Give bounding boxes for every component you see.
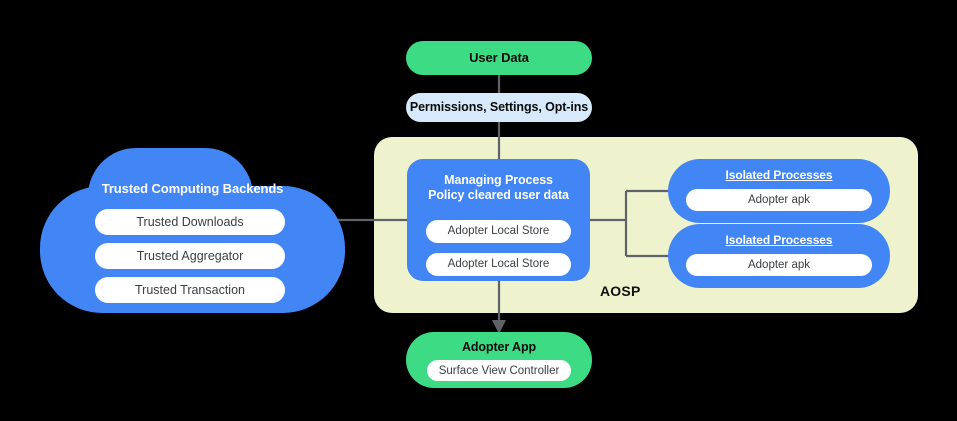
cloud-item-trusted-downloads[interactable]: Trusted Downloads <box>95 209 285 235</box>
isolated-process-title-2: Isolated Processes <box>725 233 833 247</box>
adopter-apk-2[interactable]: Adopter apk <box>686 253 872 276</box>
surface-view-controller[interactable]: Surface View Controller <box>427 360 571 382</box>
permissions-label: Permissions, Settings, Opt-ins <box>409 99 589 114</box>
adopter-app-node[interactable]: Adopter App Surface View Controller <box>406 332 592 388</box>
aosp-label: AOSP <box>600 283 641 299</box>
arrowhead-adopterapp <box>492 320 506 334</box>
cloud-item-list: Trusted Downloads Trusted Aggregator Tru… <box>95 209 285 303</box>
adopter-apk-1[interactable]: Adopter apk <box>686 188 872 211</box>
cloud-item-trusted-transaction[interactable]: Trusted Transaction <box>95 277 285 303</box>
user-data-node[interactable]: User Data <box>406 41 592 75</box>
isolated-process-title-1: Isolated Processes <box>725 168 833 182</box>
managing-process-title-line-2: Policy cleared user data <box>428 188 569 203</box>
user-data-label: User Data <box>469 50 529 66</box>
managing-process-title: Managing Process Policy cleared user dat… <box>407 173 590 204</box>
cloud-item-trusted-aggregator[interactable]: Trusted Aggregator <box>95 243 285 269</box>
permissions-settings-optins-node[interactable]: Permissions, Settings, Opt-ins <box>406 93 592 122</box>
adopter-local-store-1[interactable]: Adopter Local Store <box>426 219 571 243</box>
managing-process-node[interactable]: Managing Process Policy cleared user dat… <box>407 159 590 281</box>
managing-process-title-line-1: Managing Process <box>444 173 553 187</box>
adopter-app-title: Adopter App <box>461 340 537 354</box>
cloud-title: Trusted Computing Backends <box>101 181 284 196</box>
isolated-process-node-2[interactable]: Isolated Processes Adopter apk <box>668 224 890 288</box>
trusted-computing-backends-cloud: Trusted Computing Backends Trusted Downl… <box>40 148 345 313</box>
adopter-local-store-2[interactable]: Adopter Local Store <box>426 252 571 276</box>
isolated-process-node-1[interactable]: Isolated Processes Adopter apk <box>668 159 890 223</box>
